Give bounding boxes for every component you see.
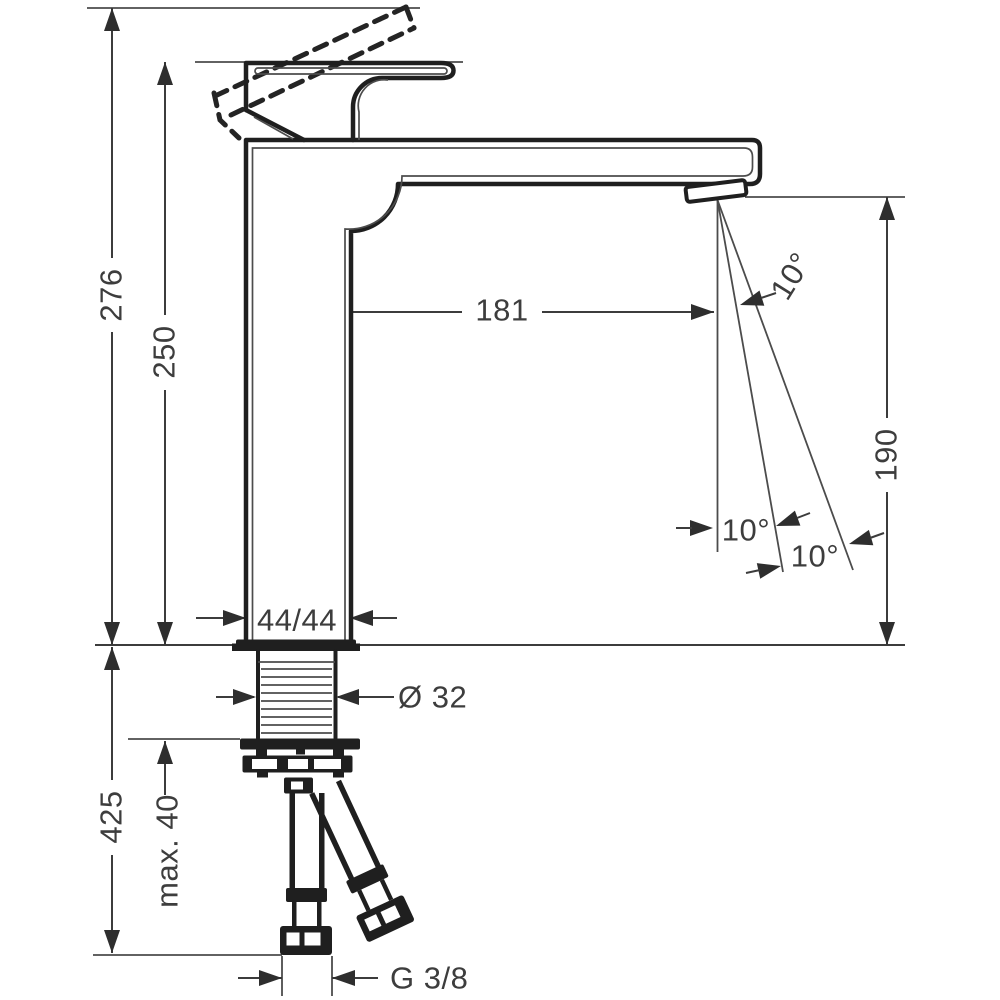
base-plate <box>236 639 356 651</box>
extension-lines <box>87 7 905 996</box>
dimension-lines <box>104 8 895 986</box>
spray-angle-fan <box>716 199 854 573</box>
dimension-labels: 276 250 425 max. 40 190 181 44/44 Ø 32 G… <box>94 246 904 995</box>
dim-label-max40: max. 40 <box>150 794 185 908</box>
shank-threads <box>261 668 332 734</box>
handle-lever <box>243 60 456 143</box>
dim-label-g38: G 3/8 <box>390 961 468 996</box>
base-plate-flare-right <box>352 643 360 651</box>
dim-label-44-44: 44/44 <box>257 603 337 638</box>
dim-label-d32: Ø 32 <box>398 680 467 715</box>
faucet-body <box>232 60 763 651</box>
fan-line-20deg <box>716 199 854 571</box>
dim-label-250: 250 <box>147 325 182 378</box>
fan-line-10deg <box>716 199 784 573</box>
handle-escutcheon-slant <box>243 107 307 143</box>
washer <box>240 738 360 750</box>
hose-straight <box>280 793 332 955</box>
hose-angled <box>309 779 414 942</box>
escutcheon-inner <box>253 116 294 140</box>
dim-label-190: 190 <box>869 428 904 481</box>
base-plate-flare-left <box>232 643 240 651</box>
handle-neck-inner <box>357 78 389 140</box>
dim-label-425: 425 <box>94 790 129 843</box>
shank-collar <box>256 651 338 663</box>
dim-label-276: 276 <box>94 268 129 321</box>
shank-assembly <box>240 649 360 794</box>
angle-label-top: 10° <box>763 246 818 306</box>
angle-label-left: 10° <box>722 513 770 548</box>
aerator <box>683 178 749 204</box>
handle-lever-inner <box>254 67 448 75</box>
angle-label-right: 10° <box>791 539 839 574</box>
dim-label-181: 181 <box>475 293 528 328</box>
body-outline <box>243 137 763 648</box>
body-inner-contour <box>251 147 754 645</box>
